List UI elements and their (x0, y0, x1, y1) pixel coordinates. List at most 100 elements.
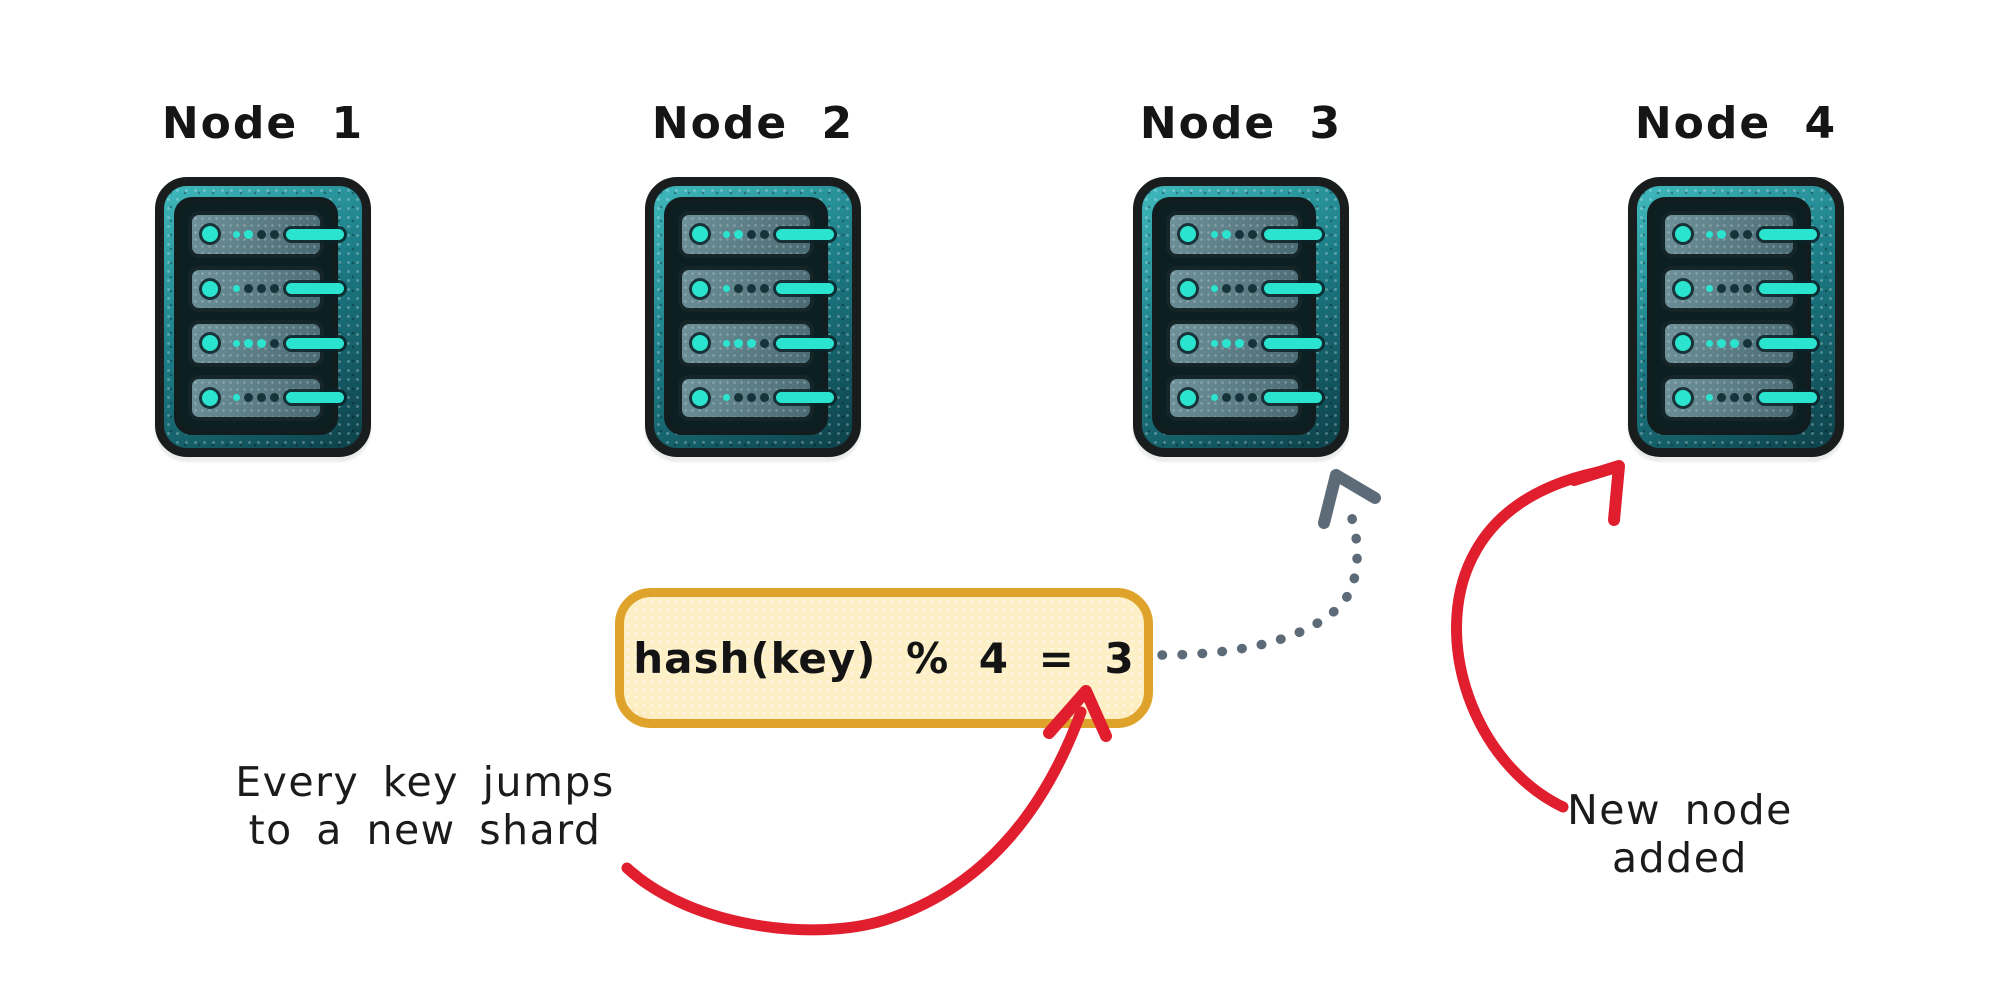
led-light-icon (202, 280, 218, 297)
server-slot (188, 374, 344, 421)
indicator-dot-icon (1211, 285, 1218, 293)
indicator-dot-icon (1743, 229, 1752, 239)
indicator-dot-icon (760, 284, 769, 294)
indicator-dot-icon (270, 229, 279, 239)
server-panel (1152, 197, 1322, 435)
server-slot (1661, 211, 1817, 258)
indicator-dot-icon (1211, 394, 1218, 402)
indicator-dot-icon (257, 284, 266, 294)
indicator-dot-icon (747, 229, 756, 239)
indicator-dots (233, 393, 279, 403)
indicator-dot-icon (747, 284, 756, 294)
indicator-dot-icon (1743, 284, 1752, 294)
indicator-dot-icon (270, 338, 279, 348)
dotted-arrow (1157, 496, 1362, 660)
indicator-dots (1211, 229, 1257, 239)
indicator-dot-icon (747, 338, 756, 348)
server-icon (1133, 177, 1349, 457)
led-light-icon (1180, 389, 1196, 406)
server-icon (155, 177, 371, 457)
drive-bar-icon (776, 283, 834, 295)
server-slot (678, 211, 834, 258)
node-1-card: Node 1 (155, 95, 371, 457)
indicator-dot-icon (1717, 338, 1726, 348)
led-light-icon (692, 335, 708, 352)
drive-bar-icon (1264, 228, 1322, 240)
indicator-dot-icon (723, 285, 730, 293)
indicator-dots (723, 393, 769, 403)
indicator-dot-icon (1222, 393, 1231, 403)
indicator-dot-icon (1706, 394, 1713, 402)
indicator-dot-icon (1235, 338, 1244, 348)
indicator-dot-icon (1222, 338, 1231, 348)
led-light-icon (202, 226, 218, 243)
drive-bar-icon (1759, 228, 1817, 240)
led-light-icon (202, 335, 218, 352)
indicator-dot-icon (734, 338, 743, 348)
indicator-dot-icon (723, 394, 730, 402)
indicator-dots (723, 338, 769, 348)
indicator-dot-icon (244, 284, 253, 294)
indicator-dots (1706, 229, 1752, 239)
led-light-icon (202, 389, 218, 406)
indicator-dot-icon (1730, 229, 1739, 239)
indicator-dot-icon (233, 285, 240, 293)
indicator-dot-icon (257, 338, 266, 348)
led-light-icon (1180, 335, 1196, 352)
indicator-dot-icon (723, 230, 730, 238)
indicator-dot-icon (734, 284, 743, 294)
node-3-label: Node 3 (1139, 98, 1343, 149)
indicator-dot-icon (1235, 393, 1244, 403)
indicator-dot-icon (1717, 284, 1726, 294)
server-slot (1166, 374, 1322, 421)
drive-bar-icon (286, 228, 344, 240)
indicator-dot-icon (1248, 284, 1257, 294)
server-icon (1628, 177, 1844, 457)
indicator-dots (1706, 284, 1752, 294)
indicator-dot-icon (244, 393, 253, 403)
new-node-arrow-head-icon (1568, 460, 1625, 526)
drive-bar-icon (776, 228, 834, 240)
node-3-card: Node 3 (1133, 95, 1349, 457)
led-light-icon (692, 389, 708, 406)
node-4-label: Node 4 (1634, 98, 1838, 149)
indicator-dot-icon (1248, 338, 1257, 348)
indicator-dot-icon (270, 284, 279, 294)
server-slot (678, 320, 834, 367)
indicator-dot-icon (1235, 229, 1244, 239)
drive-bar-icon (1264, 392, 1322, 404)
indicator-dot-icon (734, 393, 743, 403)
server-slot (1661, 374, 1817, 421)
indicator-dot-icon (1717, 393, 1726, 403)
drive-bar-icon (1759, 283, 1817, 295)
server-slot (1166, 320, 1322, 367)
indicator-dots (1706, 393, 1752, 403)
indicator-dots (723, 284, 769, 294)
drive-bar-icon (776, 337, 834, 349)
node-2-label: Node 2 (651, 98, 855, 149)
drive-bar-icon (1759, 337, 1817, 349)
server-slot (678, 374, 834, 421)
indicator-dot-icon (1730, 284, 1739, 294)
drive-bar-icon (1759, 392, 1817, 404)
drive-bar-icon (286, 337, 344, 349)
drive-bar-icon (1264, 283, 1322, 295)
indicator-dot-icon (760, 393, 769, 403)
node-2-card: Node 2 (645, 95, 861, 457)
led-light-icon (1180, 280, 1196, 297)
server-panel (174, 197, 344, 435)
indicator-dot-icon (1730, 338, 1739, 348)
indicator-dot-icon (1717, 229, 1726, 239)
led-light-icon (692, 226, 708, 243)
indicator-dot-icon (233, 339, 240, 347)
every-key-annotation: Every key jumps to a new shard (205, 758, 645, 854)
server-slot (188, 320, 344, 367)
indicator-dot-icon (1222, 229, 1231, 239)
node-1-label: Node 1 (161, 98, 365, 149)
server-icon (645, 177, 861, 457)
indicator-dot-icon (760, 229, 769, 239)
indicator-dots (1211, 393, 1257, 403)
drive-bar-icon (286, 392, 344, 404)
new-node-annotation: New node added (1545, 786, 1815, 882)
indicator-dot-icon (1730, 393, 1739, 403)
